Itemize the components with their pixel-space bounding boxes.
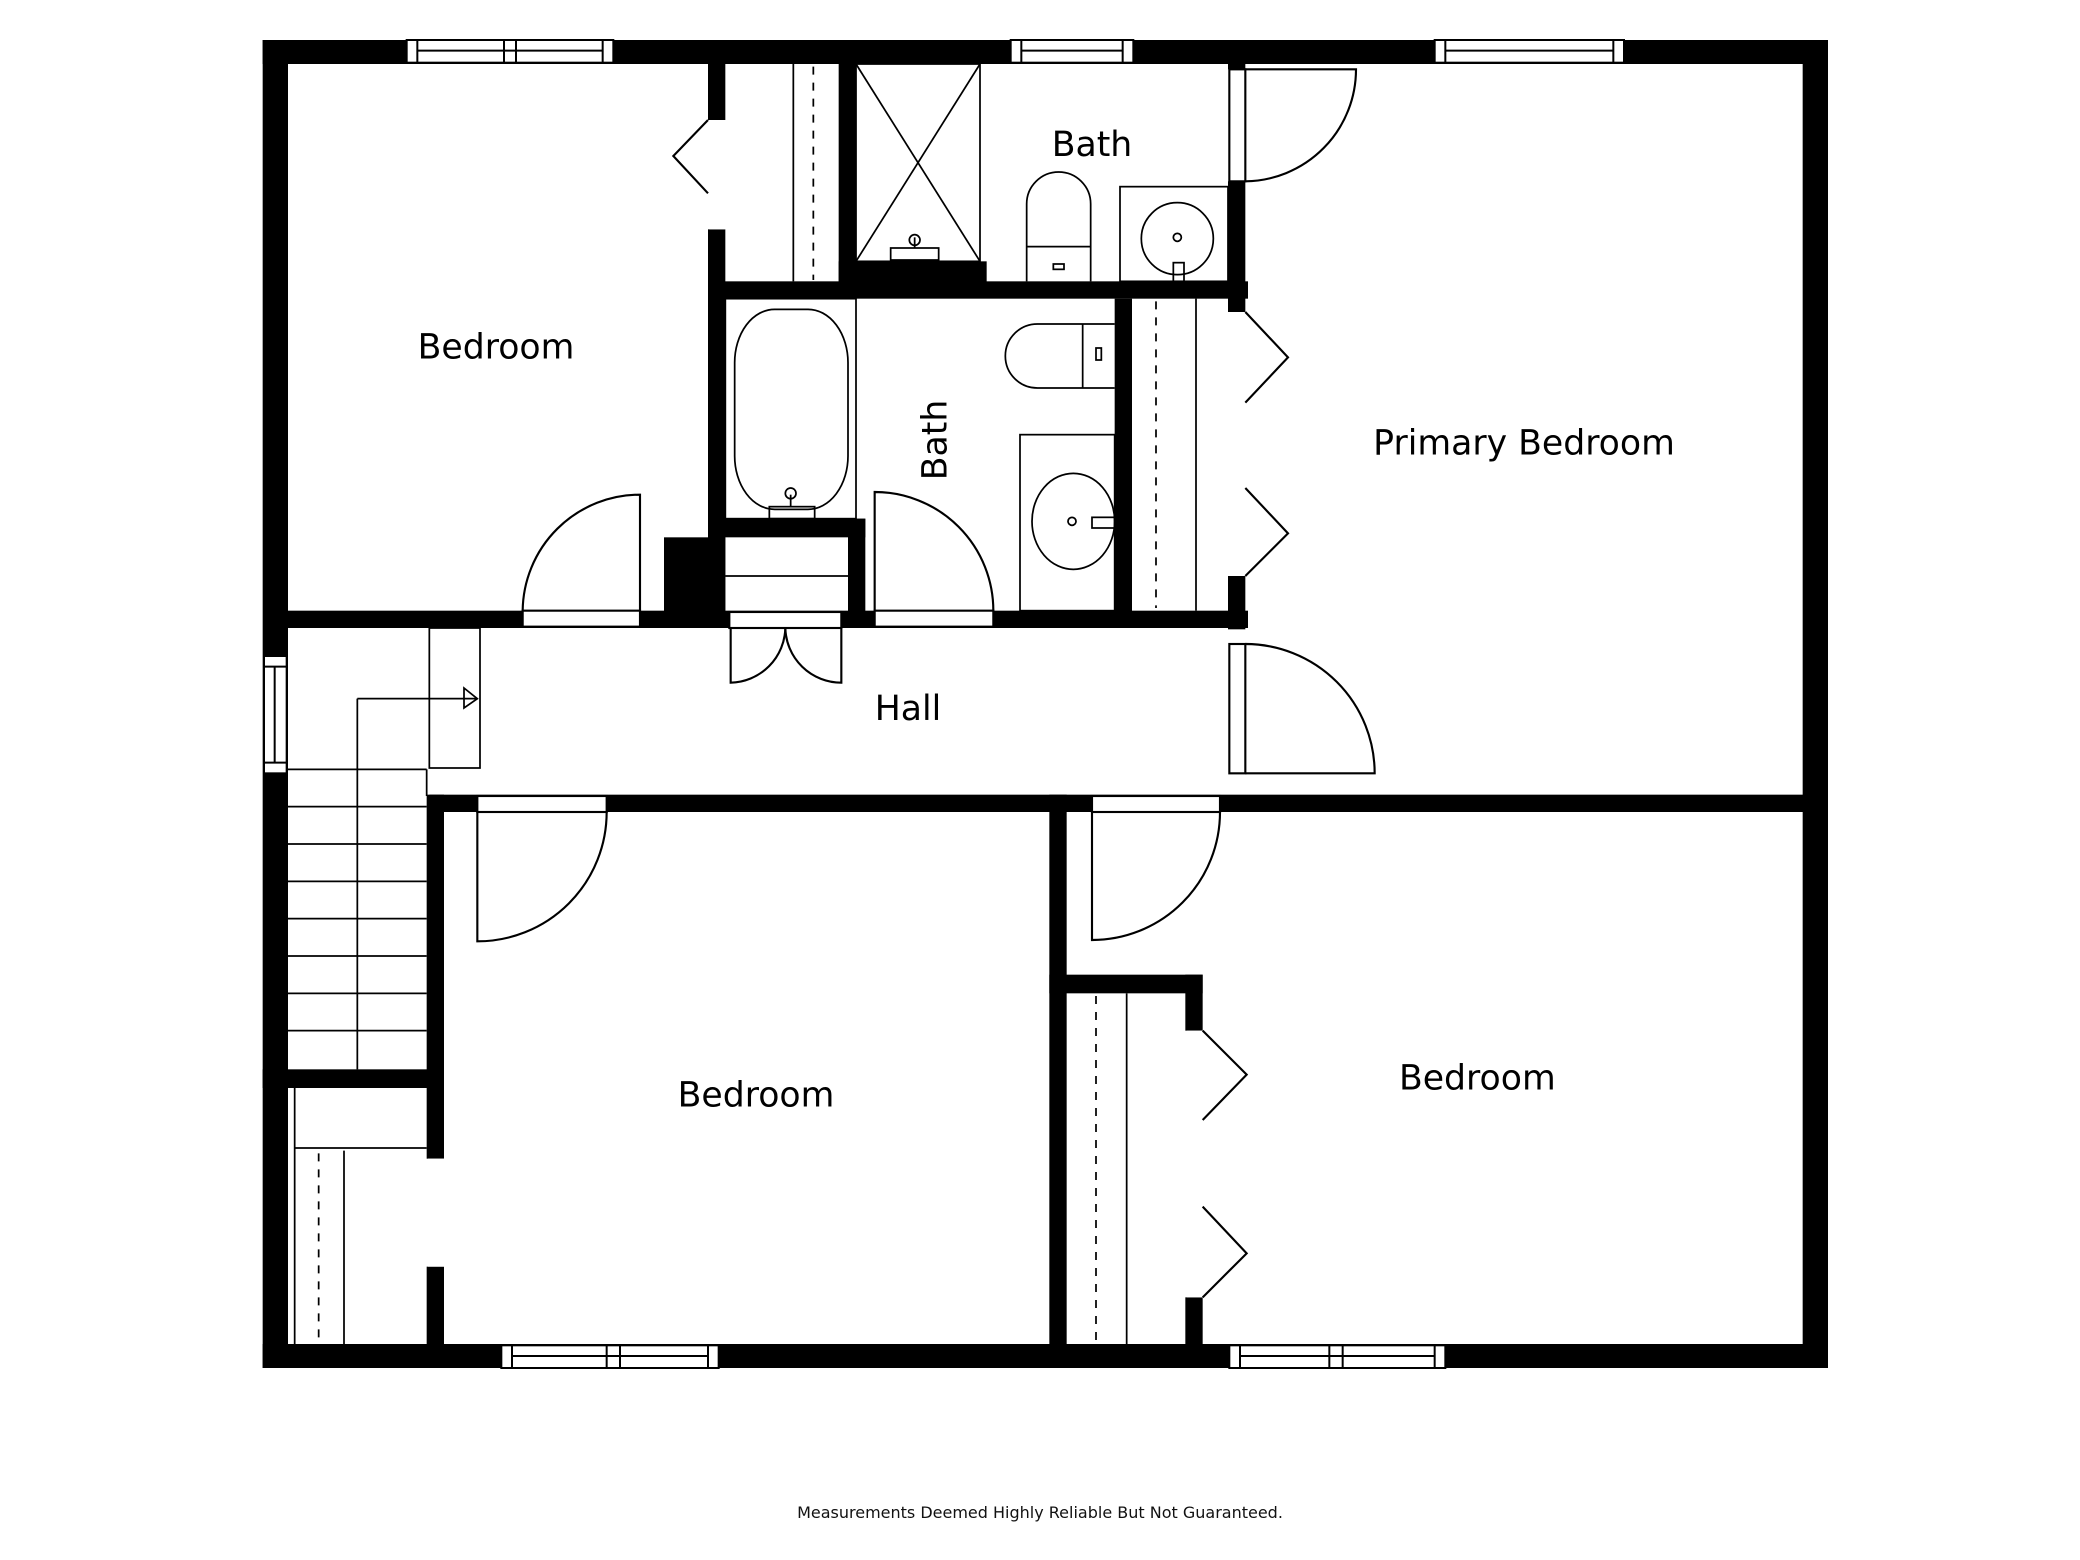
room-label-hall: Hall bbox=[875, 689, 942, 729]
room-label-bedroom-nw: Bedroom bbox=[418, 328, 575, 368]
room-label-primary-bedroom: Primary Bedroom bbox=[1373, 424, 1675, 464]
room-label-bath-middle: Bath bbox=[916, 400, 956, 481]
walls bbox=[262, 40, 1829, 1368]
doors bbox=[428, 68, 1376, 1299]
disclaimer-text: Measurements Deemed Highly Reliable But … bbox=[797, 1503, 1283, 1522]
room-label-bedroom-sw: Bedroom bbox=[678, 1076, 835, 1116]
room-label-bath-upper: Bath bbox=[1052, 125, 1133, 165]
fixtures bbox=[288, 63, 1229, 1344]
room-label-bedroom-se: Bedroom bbox=[1399, 1058, 1556, 1098]
windows bbox=[263, 39, 1625, 1369]
